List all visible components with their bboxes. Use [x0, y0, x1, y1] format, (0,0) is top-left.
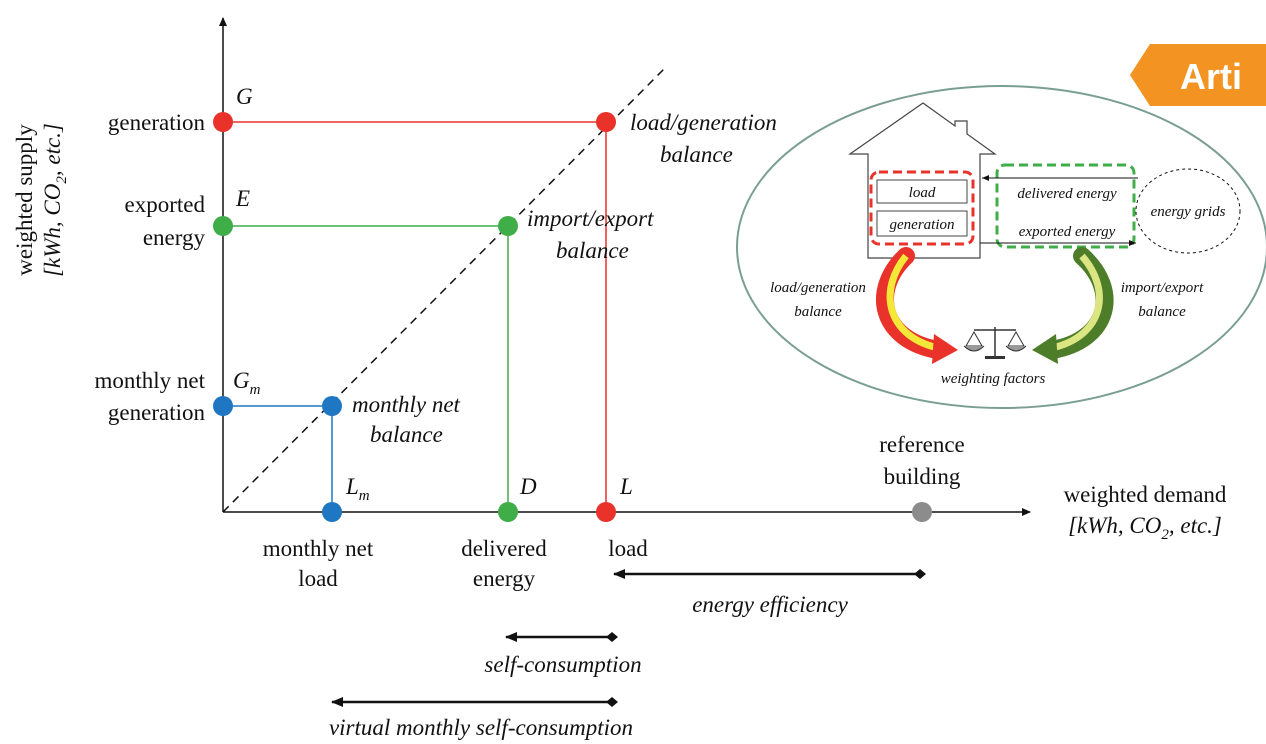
- label-generation: generation: [108, 110, 206, 135]
- point-generation: [213, 112, 233, 132]
- letter-Gm: Gm: [233, 368, 261, 398]
- balance-diagonal: [222, 67, 666, 513]
- inset-illustration: load generation delivered energy exporte…: [736, 85, 1266, 409]
- load-generation-balance-2: balance: [660, 142, 733, 167]
- energy-grids-ellipse: [1135, 168, 1241, 254]
- point-import-export-balance: [498, 216, 518, 236]
- point-load: [596, 502, 616, 522]
- label-monthly-generation-1: monthly net: [94, 368, 205, 393]
- inset-ellipse: [736, 85, 1266, 409]
- label-exported-2: energy: [143, 225, 206, 250]
- label-monthly-net-load-1: monthly net: [263, 536, 374, 561]
- y-axis-title-line2: [kWh, CO2, etc.]: [40, 123, 70, 277]
- letter-D: D: [519, 474, 537, 499]
- load-generation-arrowhead: [932, 334, 958, 364]
- label-delivered-2: energy: [473, 566, 536, 591]
- load-generation-curve-highlight: [886, 253, 939, 352]
- x-axis-title-line2: [kWh, CO2, etc.]: [1068, 513, 1222, 543]
- point-reference-building: [912, 502, 932, 522]
- y-axis-title: weighted supply [kWh, CO2, etc.]: [12, 123, 70, 277]
- label-delivered-1: delivered: [461, 536, 547, 561]
- inset-ie-label-2: balance: [1138, 304, 1186, 320]
- point-load-generation-balance: [596, 112, 616, 132]
- inset-load-label: load: [909, 185, 936, 201]
- letter-L: L: [619, 474, 633, 499]
- label-load: load: [608, 536, 648, 561]
- point-exported: [213, 216, 233, 236]
- import-export-balance-2: balance: [556, 238, 629, 263]
- import-export-curve-highlight: [1051, 253, 1103, 352]
- monthly-net-balance-1: monthly net: [352, 392, 461, 417]
- label-monthly-generation-2: generation: [108, 400, 206, 425]
- import-export-balance-1: import/export: [527, 206, 654, 231]
- load-generation-balance-1: load/generation: [630, 110, 777, 135]
- inset-load-box: [876, 179, 968, 204]
- monthly-net-balance-2: balance: [370, 422, 443, 447]
- point-monthly-generation: [213, 396, 233, 416]
- inset-weighting-label: weighting factors: [941, 371, 1046, 387]
- inset-delivered-label: delivered energy: [1017, 186, 1117, 202]
- energy-efficiency-label: energy efficiency: [692, 592, 848, 617]
- banner-text: Arti: [1180, 56, 1242, 97]
- label-exported-1: exported: [125, 192, 206, 217]
- load-generation-box: [869, 170, 975, 246]
- inset-generation-box: [876, 210, 968, 237]
- y-axis-title-line1: weighted supply: [12, 124, 37, 276]
- label-reference-1: reference: [879, 432, 965, 457]
- import-export-box: [995, 163, 1136, 249]
- letter-E: E: [235, 186, 250, 211]
- point-delivered: [498, 502, 518, 522]
- import-export-arrowhead: [1032, 334, 1058, 364]
- inset-grids-label: energy grids: [1151, 204, 1226, 220]
- x-axis-title-line1: weighted demand: [1064, 482, 1227, 507]
- point-monthly-load: [322, 502, 342, 522]
- label-reference-2: building: [884, 464, 961, 489]
- inset-ie-label-1: import/export: [1121, 280, 1204, 296]
- inset-lg-label-1: load/generation: [770, 280, 866, 296]
- letter-G: G: [236, 84, 253, 109]
- scales-icon: [963, 327, 1027, 359]
- virtual-monthly-label: virtual monthly self-consumption: [329, 715, 633, 740]
- point-monthly-net-balance: [322, 396, 342, 416]
- inset-exported-label: exported energy: [1019, 224, 1116, 240]
- inset-lg-label-2: balance: [794, 304, 842, 320]
- banner-shape: [1130, 44, 1266, 106]
- inset-generation-label: generation: [890, 217, 955, 233]
- article-banner: Arti: [1130, 44, 1266, 106]
- label-monthly-net-load-2: load: [298, 566, 338, 591]
- letter-Lm: Lm: [345, 474, 370, 504]
- self-consumption-label: self-consumption: [484, 652, 641, 677]
